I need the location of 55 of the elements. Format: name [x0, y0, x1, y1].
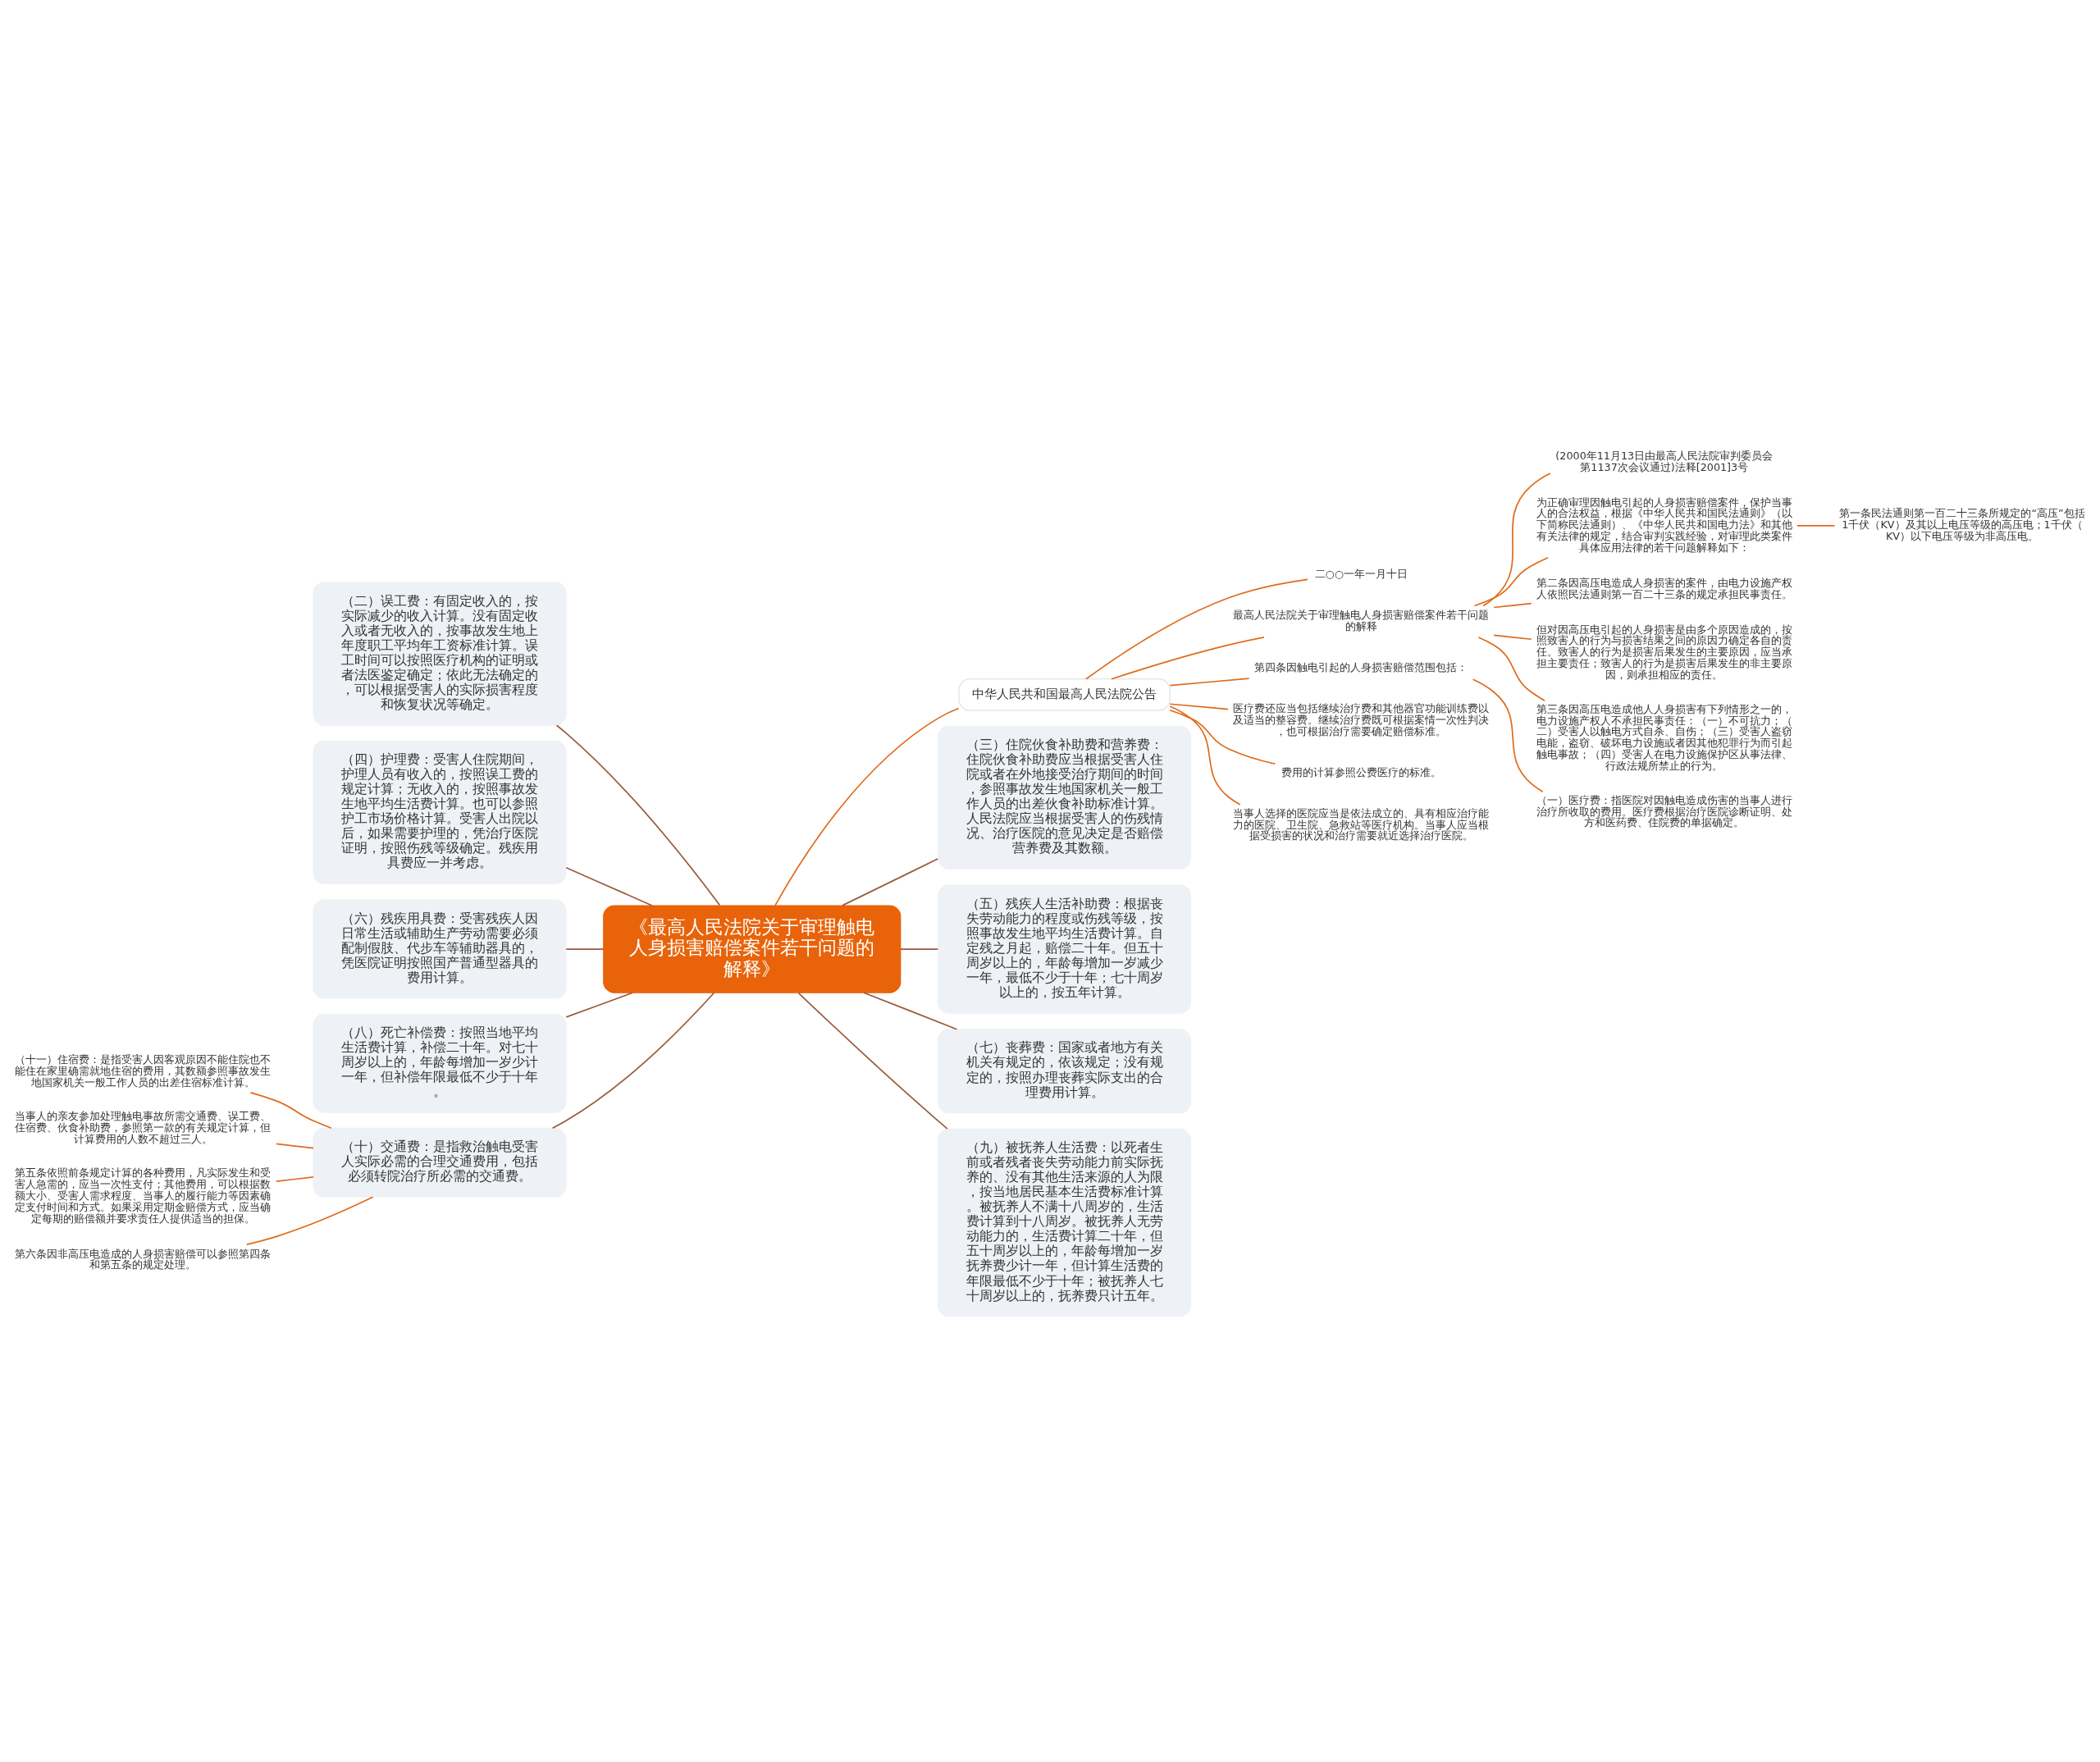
- connector: [1085, 578, 1308, 680]
- node-text: 第五条依照前条规定计算的各种费用，凡实际发生和受害人急需的，应当一次性支付；其他费用，可以根据数额大小、受害人需求程度、当事人的履行能力等因素确定支付时间和方式。如果采用定期金赔偿方式，应当确定每期的赔偿额并要求责任人提供适当的担保。: [15, 1166, 272, 1225]
- node-text: 但对因高压电引起的人身损害是由多个原因造成的，按照致害人的行为与损害结果之间的原因力确定各自的责任。致害人的行为是损害后果发生的主要原因，应当承担主要责任；致害人的行为是损害后果发生的非主要原因，则承担相应的责任。: [1536, 623, 1792, 681]
- connector: [555, 724, 721, 906]
- node-text: 医疗费还应当包括继续治疗费和其他器官功能训练费以及适当的整容费。继续治疗费既可根据案情一次性判决，也可根据治疗需要确定赔偿标准。: [1233, 701, 1490, 737]
- connector: [565, 991, 633, 1018]
- connector: [1169, 702, 1229, 710]
- connector: [275, 1175, 314, 1182]
- connector: [1493, 602, 1532, 608]
- connector: [1482, 472, 1551, 606]
- node-box: （十）交通费：是指救治触电受害人实际必需的合理交通费用，包括必须转院治疗所必需的交通费。: [313, 1127, 567, 1198]
- node-box: （二）误工费：有固定收入的，按实际减少的收入计算。没有固定收入或者无收入的，按事故发生地上年度职工平均年工资标准计算。误工时间可以按照医疗机构的证明或者法医鉴定确定；依此无法确定的，可以根据受害人的实际损害程度和恢复状况等确定。: [313, 581, 567, 726]
- node-box: （三）住院伙食补助费和营养费：住院伙食补助费应当根据受害人住院或者在外地接受治疗期间的时间，参照事故发生地国家机关一般工作人员的出差伙食补助标准计算。人民法院应当根据受害人的伤残情况、治疗医院的意见决定是否赔偿营养费及其数额。: [938, 725, 1192, 870]
- connector: [565, 947, 605, 950]
- node-box: 中华人民共和国最高人民法院公告: [958, 678, 1171, 711]
- connector: [1169, 677, 1250, 686]
- connector: [246, 1196, 374, 1245]
- connector: [842, 857, 938, 906]
- connector: [1169, 705, 1241, 806]
- connector: [863, 991, 958, 1029]
- node-box: （八）死亡补偿费：按照当地平均生活费计算，补偿二十年。对七十周岁以上的，年龄每增加一岁少计一年，但补偿年限最低不少于十年。: [313, 1013, 567, 1113]
- node-text: 第二条因高压电造成人身损害的案件，由电力设施产权人依照民法通则第一百二十三条的规定承担民事责任。: [1536, 576, 1792, 600]
- node-text: 最高人民法院关于审理触电人身损害赔偿案件若干问题的解释: [1233, 608, 1490, 632]
- connector: [1111, 636, 1265, 680]
- node-box: （六）残疾用具费：受害残疾人因日常生活或辅助生产劳动需要必须配制假肢、代步车等辅助器具的，凭医院证明按照国产普通型器具的费用计算。: [313, 899, 567, 999]
- node-text: (2000年11月13日由最高人民法院审判委员会第1137次会议通过)法释[2001]3号: [1555, 449, 1774, 473]
- connector: [900, 947, 939, 950]
- node-box: 《最高人民法院关于审理触电人身损害赔偿案件若干问题的解释》: [603, 904, 902, 993]
- node-text: 当事人的亲友参加处理触电事故所需交通费、误工费、住宿费、伙食补助费，参照第一款的有关规定计算，但计算费用的人数不超过三人。: [15, 1109, 272, 1145]
- connector: [797, 992, 948, 1130]
- connector: [1477, 636, 1545, 701]
- node-text: 费用的计算参照公费医疗的标准。: [1281, 765, 1441, 778]
- connector: [1473, 556, 1549, 606]
- connector: [275, 1143, 314, 1148]
- connector: [249, 1091, 332, 1129]
- node-text: 当事人选择的医院应当是依法成立的、具有相应治疗能力的医院、卫生院、急救站等医疗机构。当事人应当根据受损害的状况和治疗需要就近选择治疗医院。: [1233, 806, 1490, 842]
- node-box: （七）丧葬费：国家或者地方有关机关有规定的，依该规定；没有规定的，按照办理丧葬实际支出的合理费用计算。: [938, 1028, 1192, 1113]
- node-text: （一）医疗费：指医院对因触电造成伤害的当事人进行治疗所收取的费用。医疗费根据治疗医院诊断证明、处方和医药费、住院费的单据确定。: [1536, 793, 1792, 829]
- node-text: 第四条因触电引起的人身损害赔偿范围包括：: [1254, 660, 1468, 673]
- node-box: （五）残疾人生活补助费：根据丧失劳动能力的程度或伤残等级，按照事故发生地平均生活费计算。自定残之月起，赔偿二十年。但五十周岁以上的，年龄每增加一岁减少一年，最低不少于十年；七十周岁以上的，按五年计算。: [938, 884, 1192, 1014]
- connector: [1169, 709, 1276, 765]
- node-text: 第一条民法通则第一百二十三条所规定的“高压”包括1千伏（KV）及其以上电压等级的高压电；1千伏（KV）以下电压等级为非高压电。: [1839, 506, 2085, 542]
- node-text: （十一）住宿费：是指受害人因客观原因不能住院也不能住在家里确需就地住宿的费用，其数额参照事故发生地国家机关一般工作人员的出差住宿标准计算。: [15, 1052, 272, 1089]
- connector: [1472, 678, 1544, 792]
- connector: [1796, 524, 1836, 527]
- connector: [565, 866, 653, 906]
- node-box: （四）护理费：受害人住院期间，护理人员有收入的，按照误工费的规定计算；无收入的，按照事故发生地平均生活费计算。也可以参照护工市场价格计算。受害人出院以后，如果需要护理的，凭治疗医院证明，按照伤残等级确定。残疾用具费应一并考虑。: [313, 740, 567, 884]
- connector: [551, 991, 715, 1129]
- node-box: （九）被抚养人生活费：以死者生前或者残者丧失劳动能力前实际抚养的、没有其他生活来源的人为限，按当地居民基本生活费标准计算。被抚养人不满十八周岁的，生活费计算到十八周岁。被抚养人无劳动能力的，生活费计算二十年，但五十周岁以上的，年龄每增加一岁抚养费少计一年，但计算生活费的年限最低不少于十年；被抚养人七十周岁以上的，抚养费只计五年。: [938, 1128, 1192, 1317]
- node-text: 为正确审理因触电引起的人身损害赔偿案件，保护当事人的合法权益，根据《中华人民共和国民法通则》（以下简称民法通则）、《中华人民共和国电力法》和其他有关法律的规定，结合审判实践经验，对审理此类案件具体应用法律的若干问题解释如下：: [1536, 495, 1792, 554]
- connector: [774, 707, 960, 906]
- node-text: 第六条因非高压电造成的人身损害赔偿可以参照第四条和第五条的规定处理。: [15, 1247, 272, 1271]
- node-text: 第三条因高压电造成他人人身损害有下列情形之一的，电力设施产权人不承担民事责任：（一）不可抗力；（二）受害人以触电方式自杀、自伤；（三）受害人盗窃电能，盗窃、破坏电力设施或者因其他犯罪行为而引起触电事故；（四）受害人在电力设施保护区从事法律、行政法规所禁止的行为。: [1536, 702, 1792, 772]
- node-text: 二○○一年一月十日: [1314, 567, 1408, 580]
- connector: [1493, 634, 1532, 640]
